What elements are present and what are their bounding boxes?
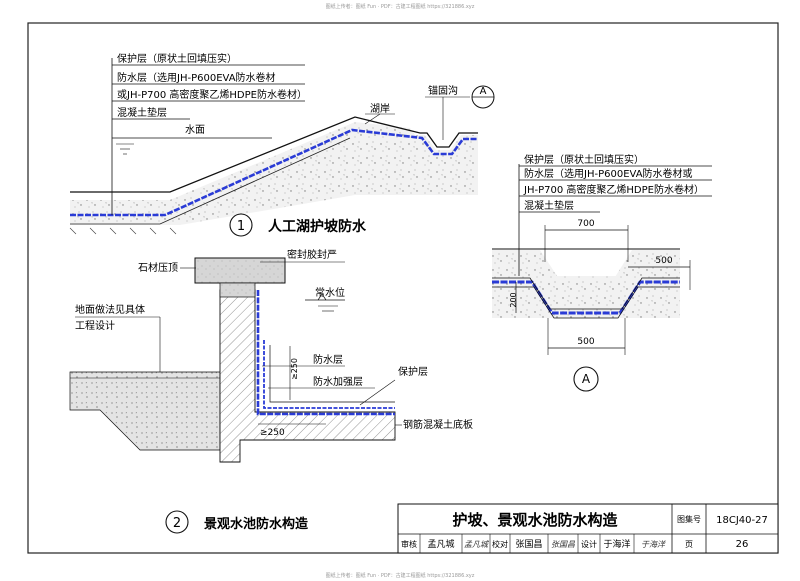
dA-symbol-circle	[573, 366, 599, 392]
d2-ground-note-1: 地面做法见具体	[75, 303, 145, 316]
detail-2-pool-section: 石材压顶 密封胶封严 常水位 地面做法见具体 工程设计 防水层 防水加强层 保护…	[69, 248, 473, 534]
dA-symbol: A	[582, 372, 591, 386]
d1-waterproof-label-2: 或JH-P700 高密度聚乙烯HDPE防水卷材）	[117, 88, 307, 101]
d2-waterproof-label: 防水层	[313, 353, 343, 366]
dA-waterproof-label-2: JH-P700 高密度聚乙烯HDPE防水卷材）	[523, 183, 704, 196]
d2-title: 景观水池防水构造	[204, 516, 309, 532]
d2-water-level-label: 常水位	[315, 286, 345, 299]
pool-waterproof-layer	[256, 290, 395, 416]
dA-dim-200: 200	[509, 292, 518, 307]
footer-watermark-note: 图纸上传者：图纸 Fun · PDF：古建工程图纸 https://321886…	[325, 573, 475, 579]
d1-lake-bank-label: 湖岸	[370, 103, 390, 115]
tb-atlas-label: 图集号	[677, 514, 701, 524]
d2-protect-label: 保护层	[398, 365, 428, 378]
detail-A-anchor-trench: 保护层（原状土回填压实） 防水层（选用JH-P600EVA防水卷材或 JH-P7…	[492, 153, 712, 392]
tb-design-sign: 于海洋	[641, 540, 666, 549]
d1-anchor-trench-label: 锚固沟	[428, 84, 458, 97]
pool-reinforce-layer	[263, 340, 395, 409]
tb-page-no: 26	[736, 539, 749, 550]
tb-page-label: 页	[685, 540, 693, 549]
dA-waterproof-label-1: 防水层（选用JH-P600EVA防水卷材或	[524, 167, 693, 180]
d2-number: 2	[173, 516, 181, 531]
d2-ground-note-2: 工程设计	[75, 319, 115, 332]
d2-dim-horizontal: ≥250	[260, 428, 285, 438]
d2-number-circle	[165, 510, 189, 534]
dA-dim-500-side: 500	[655, 256, 672, 266]
tb-drawing-title: 护坡、景观水池防水构造	[452, 511, 617, 529]
detail-1-slope-section: 保护层（原状土回填压实） 防水层（选用JH-P600EVA防水卷材 或JH-P7…	[69, 52, 495, 237]
d1-title: 人工湖护坡防水	[268, 218, 367, 235]
slope-waterproof-layer	[70, 128, 478, 217]
d1-water-surface-label: 水面	[185, 124, 205, 136]
d2-reinforce-label: 防水加强层	[313, 375, 363, 388]
tb-review-label: 审核	[401, 539, 417, 549]
dA-protect-label: 保护层（原状土回填压实）	[524, 153, 644, 166]
slope-soil-fill	[70, 122, 478, 225]
d1-number-circle	[229, 213, 253, 237]
tb-review-sign: 孟凡城	[464, 540, 489, 549]
tb-check-sign: 张国昌	[551, 540, 576, 549]
d1-callout-symbol: A	[480, 86, 487, 97]
d1-protect-label: 保护层（原状土回填压实）	[117, 52, 237, 65]
title-block: 护坡、景观水池防水构造 图集号 18CJ40-27 审核 孟凡城 孟凡城 校对 …	[397, 503, 779, 554]
tb-check-name: 张国昌	[515, 539, 542, 550]
d1-concrete-label: 混凝土垫层	[117, 106, 167, 119]
header-watermark-note: 图纸上传者：图纸 Fun · PDF：古建工程图纸 https://321886…	[325, 4, 475, 10]
tb-atlas-no: 18CJ40-27	[716, 515, 768, 526]
d2-rc-slab-label: 钢筋混凝土底板	[403, 418, 473, 431]
tb-design-name: 于海洋	[603, 538, 630, 550]
pool-wall	[219, 289, 396, 463]
d2-stone-coping-label: 石材压顶	[138, 261, 178, 274]
slope-surface-line	[70, 116, 478, 193]
slope-cushion-line	[70, 137, 351, 225]
tb-design-label: 设计	[581, 539, 597, 549]
tb-review-name: 孟凡城	[427, 539, 454, 550]
d2-dim-vertical: ≥250	[290, 358, 299, 380]
d2-sealant-label: 密封胶封严	[287, 248, 337, 261]
tb-check-label: 校对	[492, 539, 508, 549]
dA-concrete-label: 混凝土垫层	[524, 199, 574, 212]
detA-surface-line	[492, 277, 680, 310]
dA-dim-500-bottom: 500	[577, 337, 594, 347]
d1-waterproof-label-1: 防水层（选用JH-P600EVA防水卷材	[117, 71, 276, 84]
d1-number: 1	[237, 219, 245, 234]
dA-dim-700: 700	[577, 219, 594, 229]
detA-waterproof-layer	[492, 280, 680, 315]
